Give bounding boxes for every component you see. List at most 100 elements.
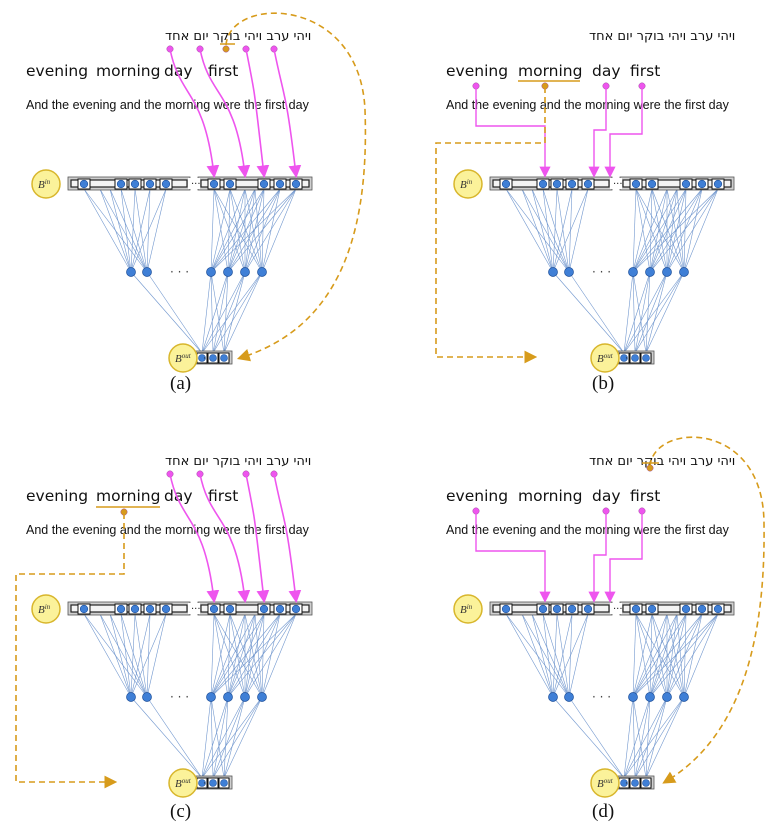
edge: [634, 696, 651, 779]
edge: [244, 188, 297, 273]
edge: [227, 188, 297, 273]
edge: [666, 613, 687, 698]
english-word-first: first: [208, 487, 239, 505]
mapping-arrow: [475, 511, 551, 603]
edge: [212, 696, 263, 779]
mapping-arrow: [604, 86, 643, 178]
edge: [521, 188, 570, 273]
english-word-day: day: [592, 62, 621, 80]
edge: [683, 188, 703, 273]
badge-circle: [31, 169, 61, 199]
input-node: [538, 604, 548, 614]
input-node: [631, 179, 641, 189]
edge: [552, 188, 558, 273]
edge: [683, 613, 719, 698]
edge: [201, 271, 212, 354]
edge: [210, 188, 215, 273]
input-node: [631, 604, 641, 614]
input-node: [79, 604, 89, 614]
output-node: [209, 779, 217, 787]
edge: [632, 188, 703, 273]
b-in-badge: Bin: [31, 169, 61, 199]
edge: [99, 188, 148, 273]
edge: [649, 613, 719, 698]
badge-text: Bout: [175, 352, 192, 365]
panel-label: (d): [592, 801, 615, 822]
edge: [223, 696, 246, 779]
edge: [568, 613, 589, 698]
edge: [632, 188, 678, 273]
hidden-ellipsis: · · ·: [170, 265, 189, 279]
input-node: [681, 604, 691, 614]
edge: [134, 188, 148, 273]
hidden-node: [564, 692, 574, 702]
b-out-badge: Bout: [590, 343, 620, 373]
input-node: [567, 604, 577, 614]
ellipsis-gap: [610, 178, 622, 189]
edge: [505, 188, 570, 273]
badge-text: Bout: [175, 777, 192, 790]
input-ellipsis: ···: [613, 604, 623, 615]
mapping-arrow: [199, 48, 251, 179]
edge: [632, 188, 637, 273]
edge: [261, 613, 297, 698]
input-node: [145, 604, 155, 614]
hidden-node: [662, 692, 672, 702]
edge: [244, 613, 265, 698]
hebrew-sentence: ויהי ערב ויהי בוקר יום אחד: [165, 29, 312, 44]
edge: [120, 188, 132, 273]
hidden-node: [257, 692, 267, 702]
input-node: [291, 604, 301, 614]
edge: [531, 613, 554, 698]
edge: [632, 271, 636, 354]
edge: [210, 613, 256, 698]
edge-group: [83, 613, 297, 779]
edge: [666, 188, 687, 273]
edge: [666, 188, 678, 273]
hidden-node: [645, 692, 655, 702]
edge: [201, 696, 246, 779]
edge: [542, 613, 570, 698]
edge: [635, 188, 685, 273]
edge: [649, 188, 678, 273]
english-word-evening: evening: [26, 62, 89, 80]
hebrew-sentence: ויהי ערב ויהי בוקר יום אחד: [589, 454, 736, 469]
input-node: [225, 179, 235, 189]
edge: [244, 613, 256, 698]
edge: [676, 188, 685, 273]
english-word-first: first: [208, 62, 239, 80]
hidden-node: [206, 692, 216, 702]
edge: [649, 188, 653, 273]
edge: [634, 696, 685, 779]
edge: [227, 613, 231, 698]
bar-inner: [200, 179, 310, 188]
input-node: [713, 179, 723, 189]
input-node: [583, 604, 593, 614]
edge: [130, 188, 151, 273]
edge: [552, 271, 625, 354]
mapping-arrow: [245, 48, 270, 179]
panel-label: (c): [170, 801, 192, 822]
edge: [552, 696, 625, 779]
edge: [261, 188, 281, 273]
edge: [213, 188, 229, 273]
hidden-node: [126, 267, 136, 277]
badge-circle: [168, 768, 198, 798]
hidden-node: [628, 692, 638, 702]
edge: [635, 613, 651, 698]
edge: [109, 613, 132, 698]
b-out-badge: Bout: [590, 768, 620, 798]
hidden-node: [142, 267, 152, 277]
output-ellipsis: ·: [625, 354, 628, 364]
input-ellipsis: ···: [191, 604, 201, 615]
edge: [651, 188, 668, 273]
edge: [568, 696, 625, 779]
output-node: [620, 354, 628, 362]
input-node: [647, 604, 657, 614]
hidden-node: [206, 267, 216, 277]
edge: [130, 613, 151, 698]
edge: [227, 613, 281, 698]
mapping-arrow: [169, 48, 220, 179]
dashed-feedback-arrow: [435, 87, 546, 364]
